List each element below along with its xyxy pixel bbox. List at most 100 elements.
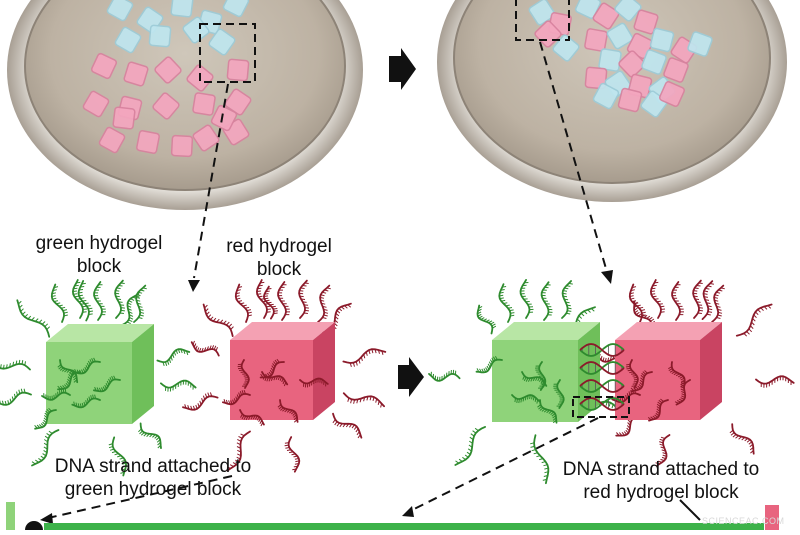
dna-base-tick: [45, 436, 48, 438]
red-block-label-line2: block: [204, 258, 354, 281]
dna-base-tick: [649, 317, 652, 319]
dna-base-tick: [156, 437, 159, 440]
dna-base-tick: [140, 290, 144, 291]
dna-base-tick: [489, 321, 493, 323]
dna-base-tick: [19, 360, 20, 364]
dna-base-tick: [245, 307, 249, 308]
dna-base-tick: [41, 424, 44, 427]
dna-base-tick: [323, 318, 327, 319]
dna-base-tick: [510, 313, 514, 314]
dna-base-tick: [718, 315, 722, 316]
dna-base-tick: [300, 296, 304, 297]
dna-base-tick: [731, 433, 734, 436]
dna-base-tick: [492, 324, 495, 326]
dna-base-tick: [299, 293, 303, 294]
dna-base-tick: [353, 363, 354, 367]
dna-base-tick: [517, 399, 518, 403]
dna-base-tick: [359, 360, 360, 364]
pink-gel-block: [136, 130, 159, 153]
dna-base-tick: [115, 291, 119, 292]
dna-base-tick: [80, 298, 84, 299]
dna-base-tick: [294, 466, 298, 467]
dna-base-tick: [267, 312, 271, 313]
dna-base-tick: [628, 420, 631, 423]
dna-base-tick: [241, 434, 245, 436]
dna-base-tick: [462, 457, 465, 459]
dna-base-tick: [525, 396, 526, 400]
dna-base-tick: [695, 288, 699, 289]
dna-base-tick: [110, 449, 114, 450]
dna-base-tick: [566, 286, 570, 287]
dna-base-tick: [566, 302, 570, 303]
dna-base-tick: [749, 329, 752, 332]
dna-base-tick: [659, 304, 663, 305]
dna-base-tick: [631, 374, 635, 375]
dna-base-tick: [747, 332, 750, 335]
bottom-strand-bar: [44, 523, 764, 530]
dna-base-tick: [327, 288, 331, 289]
dna-base-tick: [285, 448, 289, 449]
dna-base-tick: [537, 400, 538, 404]
dna-base-tick: [89, 311, 93, 312]
dna-base-tick: [530, 395, 531, 399]
dna-base-tick: [47, 433, 50, 435]
dna-base-tick: [140, 315, 144, 316]
dna-base-tick: [79, 295, 83, 296]
dna-base-tick: [695, 299, 699, 300]
dna-base-tick: [660, 439, 664, 440]
dna-base-tick: [730, 430, 733, 433]
dna-base-tick: [569, 283, 573, 284]
dna-base-tick: [274, 311, 278, 312]
arrow-right-icon: [398, 357, 424, 397]
dna-base-tick: [202, 398, 203, 402]
left-zoom-pointer-head: [188, 280, 200, 292]
dna-base-tick: [626, 430, 629, 433]
dna-base-tick: [82, 283, 86, 284]
dna-base-tick: [261, 422, 263, 426]
dna-base-tick: [479, 316, 483, 318]
pink-gel-block: [193, 93, 216, 116]
dna-base-tick: [73, 288, 77, 289]
dna-base-tick: [294, 456, 298, 457]
dna-base-tick: [19, 390, 20, 394]
dna-base-tick: [79, 292, 83, 293]
dna-base-tick: [140, 431, 143, 434]
dna-base-tick: [25, 361, 26, 365]
dna-base-tick: [534, 453, 538, 454]
dna-base-tick: [366, 352, 367, 356]
dna-base-tick: [79, 290, 83, 291]
dna-base-tick: [10, 399, 11, 403]
dna-green-label-line1: DNA strand attached to: [22, 455, 284, 478]
dna-base-tick: [521, 398, 522, 402]
dna-base-tick: [289, 452, 293, 453]
dna-base-tick: [324, 290, 328, 291]
dna-base-tick: [376, 399, 377, 403]
dna-base-tick: [141, 433, 144, 436]
dna-base-tick: [243, 305, 247, 306]
helix-pointer-head: [402, 506, 414, 517]
dna-base-tick: [591, 309, 594, 312]
dna-base-tick: [266, 300, 270, 301]
dna-base-tick: [634, 379, 638, 380]
dna-base-tick: [260, 282, 264, 283]
dna-base-tick: [758, 309, 761, 312]
dna-base-tick: [697, 285, 701, 286]
dna-base-tick: [475, 428, 478, 430]
green-block-label-line1: green hydrogel: [14, 232, 184, 255]
bottom-left-dot: [25, 521, 43, 530]
watermark: SCIENCEAC.COM: [702, 516, 785, 526]
dna-base-tick: [471, 434, 474, 436]
dna-base-tick: [564, 288, 568, 289]
dna-base-tick: [699, 310, 703, 311]
dna-base-tick: [750, 326, 753, 329]
dna-base-tick: [633, 384, 637, 385]
dna-base-tick: [488, 364, 490, 368]
dna-base-tick: [636, 312, 639, 314]
dna-base-tick: [299, 291, 303, 292]
dna-base-tick: [661, 437, 665, 438]
dna-base-tick: [292, 454, 296, 455]
dna-base-tick: [25, 314, 28, 317]
dna-base-tick: [536, 456, 540, 457]
dna-base-tick: [708, 286, 712, 287]
dna-base-tick: [348, 398, 349, 402]
